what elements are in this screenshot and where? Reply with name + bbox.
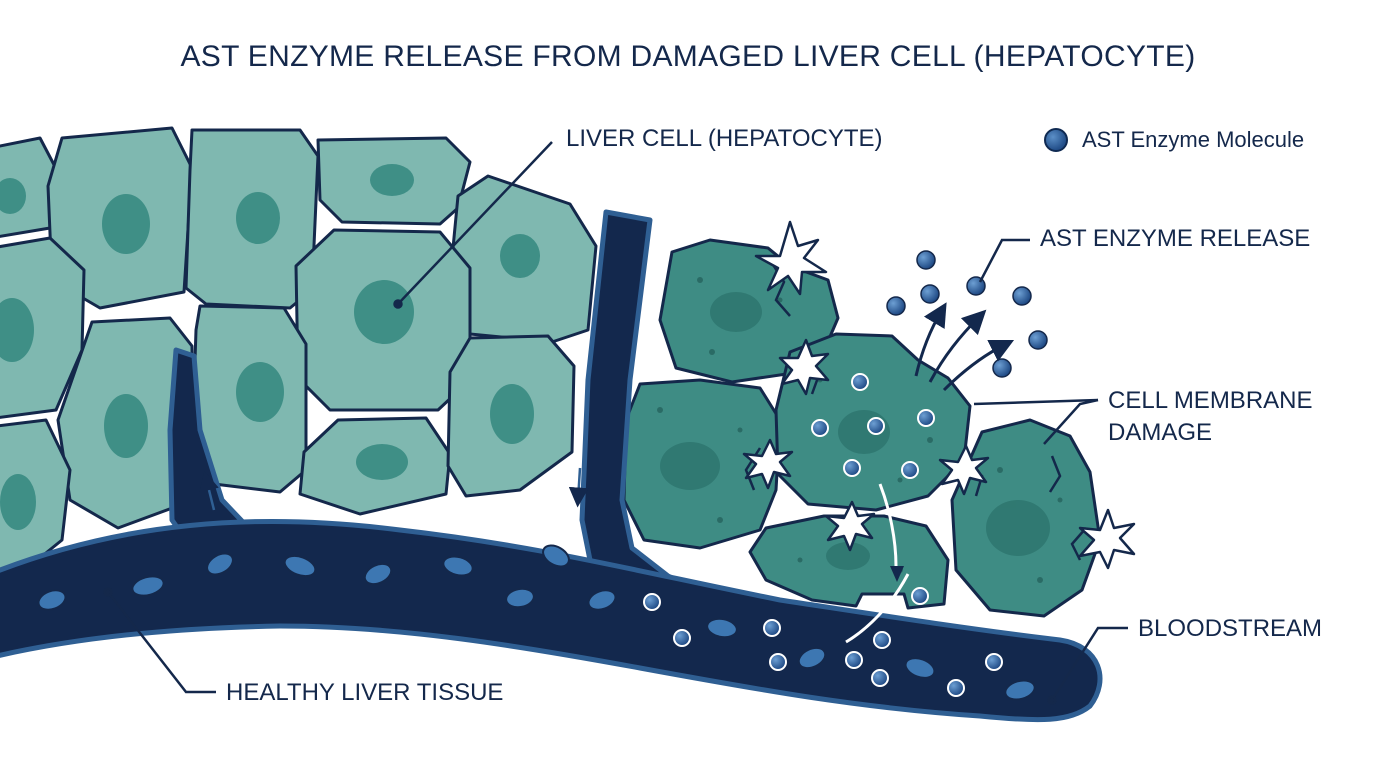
- blood-vessels: [0, 209, 1103, 723]
- label-hepatocyte: LIVER CELL (HEPATOCYTE): [566, 125, 883, 152]
- damage-burst-icons: [742, 220, 1136, 570]
- ast-enzyme-molecule-icon: [769, 653, 787, 671]
- ast-enzyme-molecule-icon: [1028, 330, 1048, 350]
- nucleus: [370, 164, 414, 196]
- ast-enzyme-molecule-icon: [673, 629, 691, 647]
- ast-enzymes-in-blood: [643, 587, 1003, 697]
- healthy-liver-cells: [0, 126, 598, 578]
- red-blood-cell: [904, 657, 936, 679]
- nucleus: [986, 500, 1050, 556]
- damage-burst-icon: [778, 338, 830, 396]
- label-healthy-tissue: HEALTHY LIVER TISSUE: [226, 679, 504, 706]
- ast-enzymes-inside-cell: [811, 373, 935, 479]
- ast-enzyme-molecule-icon: [871, 669, 889, 687]
- ast-enzyme-molecule-icon: [867, 417, 885, 435]
- leader-dot: [393, 299, 403, 309]
- damage-burst-icon: [742, 438, 794, 490]
- ast-enzyme-molecule-icon: [851, 373, 869, 391]
- leader-line-membrane-2: [1043, 398, 1099, 445]
- leader-line-membrane: [973, 398, 1099, 406]
- hepatocyte-nuclei: [0, 164, 540, 530]
- release-arrows-white: [845, 483, 910, 644]
- nucleus: [490, 384, 534, 444]
- damage-burst-icon: [1078, 508, 1136, 570]
- legend-label: AST Enzyme Molecule: [1082, 127, 1305, 152]
- leader-line-bloodstream: [1050, 626, 1128, 701]
- nucleus: [236, 192, 280, 244]
- nucleus: [0, 298, 34, 362]
- label-ast-release: AST ENZYME RELEASE: [1040, 225, 1311, 252]
- leader-line-hepatocyte: [397, 141, 553, 305]
- ast-enzyme-molecule-icon: [843, 459, 861, 477]
- nucleus: [0, 474, 36, 530]
- flow-arrows: [199, 467, 589, 511]
- damage-burst-icon: [824, 500, 876, 552]
- damage-burst-icon: [754, 220, 828, 296]
- ast-enzyme-molecule-icon: [992, 358, 1012, 378]
- red-blood-cell: [706, 617, 738, 639]
- ast-enzyme-molecule-icon: [811, 419, 829, 437]
- ast-enzyme-molecule-icon: [763, 619, 781, 637]
- diagram-title: AST ENZYME RELEASE FROM DAMAGED LIVER CE…: [180, 40, 1196, 73]
- red-blood-cells: [37, 544, 1036, 701]
- red-blood-cell: [542, 544, 570, 568]
- release-arrows: [914, 302, 1015, 392]
- red-blood-cell: [505, 587, 535, 609]
- damage-burst-icon: [938, 444, 990, 496]
- red-blood-cell: [206, 552, 234, 576]
- nucleus: [660, 442, 720, 490]
- nucleus: [710, 292, 762, 332]
- legend: AST Enzyme Molecule: [1044, 124, 1304, 156]
- ast-enzyme-molecule-icon: [917, 409, 935, 427]
- leader-line-healthy: [107, 591, 216, 694]
- ast-enzyme-molecule-icon: [911, 587, 929, 605]
- leader-dot: [103, 587, 113, 597]
- ast-enzyme-molecule-icon: [916, 250, 936, 270]
- ast-enzyme-molecule-icon: [873, 631, 891, 649]
- nucleus: [826, 542, 870, 570]
- label-membrane-damage-line1: CELL MEMBRANE: [1108, 387, 1313, 414]
- red-blood-cell: [797, 646, 827, 670]
- ast-enzyme-molecule-icon: [901, 461, 919, 479]
- red-blood-cell: [37, 589, 67, 611]
- ast-enzyme-molecule-icon: [985, 653, 1003, 671]
- nucleus: [500, 234, 540, 278]
- label-bloodstream: BLOODSTREAM: [1138, 615, 1323, 642]
- red-blood-cell: [442, 555, 474, 577]
- red-blood-cell: [283, 554, 317, 578]
- ast-enzyme-molecule-icon: [947, 679, 965, 697]
- ast-enzyme-molecule-icon: [845, 651, 863, 669]
- ast-enzyme-molecule-icon: [1012, 286, 1032, 306]
- leader-line-release: [978, 238, 1030, 283]
- nucleus: [356, 444, 408, 480]
- ast-enzyme-molecule-icon: [886, 296, 906, 316]
- damaged-cell-texture: [660, 292, 1050, 570]
- nucleus: [104, 394, 148, 458]
- nucleus: [102, 194, 150, 254]
- red-blood-cell: [363, 562, 393, 586]
- leak-arrow: [890, 566, 904, 582]
- ast-enzyme-molecule-icon: [643, 593, 661, 611]
- leader-lines: [103, 141, 1128, 705]
- nucleus: [0, 178, 26, 214]
- ast-enzyme-molecule-icon: [1044, 128, 1068, 152]
- red-blood-cell: [131, 575, 165, 597]
- nucleus: [236, 362, 284, 422]
- red-blood-cell: [587, 589, 617, 611]
- ast-enzyme-molecule-icon: [920, 284, 940, 304]
- bloodstream-vessel: [0, 518, 1103, 723]
- leader-dot: [1047, 695, 1057, 705]
- nucleus: [354, 280, 414, 344]
- red-blood-cell: [1004, 679, 1036, 701]
- label-membrane-damage-line2: DAMAGE: [1108, 419, 1213, 446]
